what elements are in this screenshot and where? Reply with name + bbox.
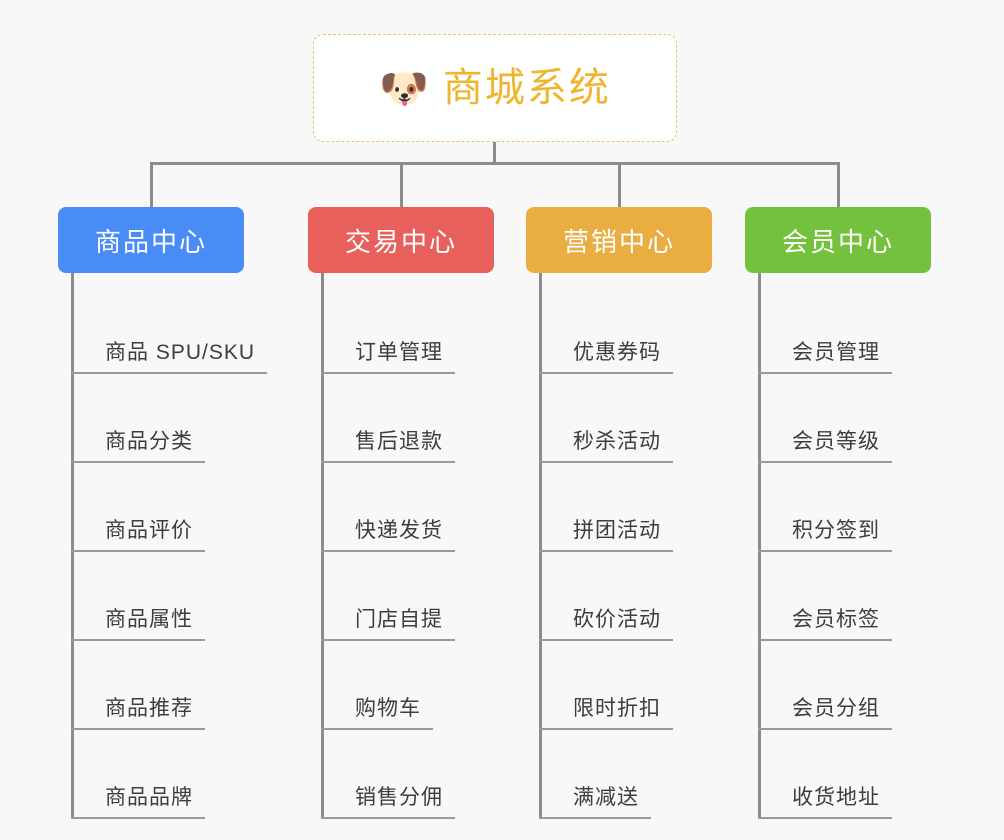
connector-drop-4 bbox=[837, 162, 840, 208]
branch-header-trade-center[interactable]: 交易中心 bbox=[308, 207, 494, 273]
connector-horizontal-bar bbox=[150, 162, 840, 165]
list-item[interactable]: 满减送 bbox=[539, 730, 712, 819]
list-item[interactable]: 砍价活动 bbox=[539, 552, 712, 641]
connector-drop-3 bbox=[618, 162, 621, 208]
branch-header-label: 交易中心 bbox=[344, 226, 457, 257]
list-item[interactable]: 拼团活动 bbox=[539, 463, 712, 552]
leaf-label: 优惠券码 bbox=[539, 336, 673, 374]
list-item[interactable]: 商品评价 bbox=[71, 463, 267, 552]
branch-body-marketing-center: 优惠券码 秒杀活动 拼团活动 砍价活动 限时折扣 满减送 bbox=[539, 273, 712, 819]
leaf-label: 商品推荐 bbox=[71, 692, 205, 730]
leaf-label: 销售分佣 bbox=[321, 781, 455, 819]
connector-drop-1 bbox=[150, 162, 153, 208]
list-item[interactable]: 会员等级 bbox=[758, 374, 931, 463]
list-item[interactable]: 商品属性 bbox=[71, 552, 267, 641]
branch-header-product-center[interactable]: 商品中心 bbox=[58, 207, 244, 273]
leaf-label: 会员分组 bbox=[758, 692, 892, 730]
list-item[interactable]: 商品分类 bbox=[71, 374, 267, 463]
leaf-label: 商品 SPU/SKU bbox=[71, 336, 268, 374]
list-item[interactable]: 商品品牌 bbox=[71, 730, 267, 819]
branch-trade-center: 交易中心 订单管理 售后退款 快递发货 门店自提 购物车 销售分佣 bbox=[308, 207, 494, 819]
list-item[interactable]: 快递发货 bbox=[321, 463, 494, 552]
leaf-label: 秒杀活动 bbox=[539, 425, 673, 463]
leaf-label: 限时折扣 bbox=[539, 692, 673, 730]
leaf-label: 购物车 bbox=[321, 692, 433, 730]
branch-header-label: 会员中心 bbox=[781, 226, 894, 257]
root-node[interactable]: 🐶 商城系统 bbox=[313, 34, 677, 142]
branch-marketing-center: 营销中心 优惠券码 秒杀活动 拼团活动 砍价活动 限时折扣 满减送 bbox=[526, 207, 712, 819]
connector-drop-2 bbox=[400, 162, 403, 208]
leaf-label: 会员管理 bbox=[758, 336, 892, 374]
root-title: 商城系统 bbox=[442, 66, 611, 110]
list-item[interactable]: 门店自提 bbox=[321, 552, 494, 641]
leaf-label: 商品分类 bbox=[71, 425, 205, 463]
leaf-label: 商品品牌 bbox=[71, 781, 205, 819]
list-item[interactable]: 限时折扣 bbox=[539, 641, 712, 730]
leaf-label: 收货地址 bbox=[758, 781, 892, 819]
leaf-label: 拼团活动 bbox=[539, 514, 673, 552]
leaf-label: 砍价活动 bbox=[539, 603, 673, 641]
list-item[interactable]: 订单管理 bbox=[321, 285, 494, 374]
list-item[interactable]: 优惠券码 bbox=[539, 285, 712, 374]
leaf-label: 积分签到 bbox=[758, 514, 892, 552]
branch-body-member-center: 会员管理 会员等级 积分签到 会员标签 会员分组 收货地址 bbox=[758, 273, 931, 819]
branch-product-center: 商品中心 商品 SPU/SKU 商品分类 商品评价 商品属性 商品推荐 商品品牌 bbox=[58, 207, 268, 819]
leaf-label: 商品评价 bbox=[71, 514, 205, 552]
leaf-label: 售后退款 bbox=[321, 425, 455, 463]
list-item[interactable]: 销售分佣 bbox=[321, 730, 494, 819]
leaf-label: 会员等级 bbox=[758, 425, 892, 463]
branch-body-trade-center: 订单管理 售后退款 快递发货 门店自提 购物车 销售分佣 bbox=[321, 273, 494, 819]
list-item[interactable]: 积分签到 bbox=[758, 463, 931, 552]
list-item[interactable]: 会员分组 bbox=[758, 641, 931, 730]
leaf-label: 商品属性 bbox=[71, 603, 205, 641]
list-item[interactable]: 商品推荐 bbox=[71, 641, 267, 730]
list-item[interactable]: 商品 SPU/SKU bbox=[71, 285, 268, 374]
leaf-label: 会员标签 bbox=[758, 603, 892, 641]
list-item[interactable]: 售后退款 bbox=[321, 374, 494, 463]
list-item[interactable]: 购物车 bbox=[321, 641, 494, 730]
branch-header-marketing-center[interactable]: 营销中心 bbox=[526, 207, 712, 273]
connector-root-stem bbox=[493, 142, 496, 164]
branch-header-member-center[interactable]: 会员中心 bbox=[745, 207, 931, 273]
leaf-label: 订单管理 bbox=[321, 336, 455, 374]
branch-header-label: 商品中心 bbox=[94, 226, 207, 257]
leaf-label: 快递发货 bbox=[321, 514, 455, 552]
leaf-label: 门店自提 bbox=[321, 603, 455, 641]
shiba-dog-icon: 🐶 bbox=[379, 67, 429, 111]
list-item[interactable]: 秒杀活动 bbox=[539, 374, 712, 463]
branch-header-label: 营销中心 bbox=[562, 226, 675, 257]
leaf-label: 满减送 bbox=[539, 781, 651, 819]
list-item[interactable]: 会员标签 bbox=[758, 552, 931, 641]
list-item[interactable]: 会员管理 bbox=[758, 285, 931, 374]
branch-member-center: 会员中心 会员管理 会员等级 积分签到 会员标签 会员分组 收货地址 bbox=[745, 207, 931, 819]
branch-body-product-center: 商品 SPU/SKU 商品分类 商品评价 商品属性 商品推荐 商品品牌 bbox=[71, 273, 268, 819]
list-item[interactable]: 收货地址 bbox=[758, 730, 931, 819]
